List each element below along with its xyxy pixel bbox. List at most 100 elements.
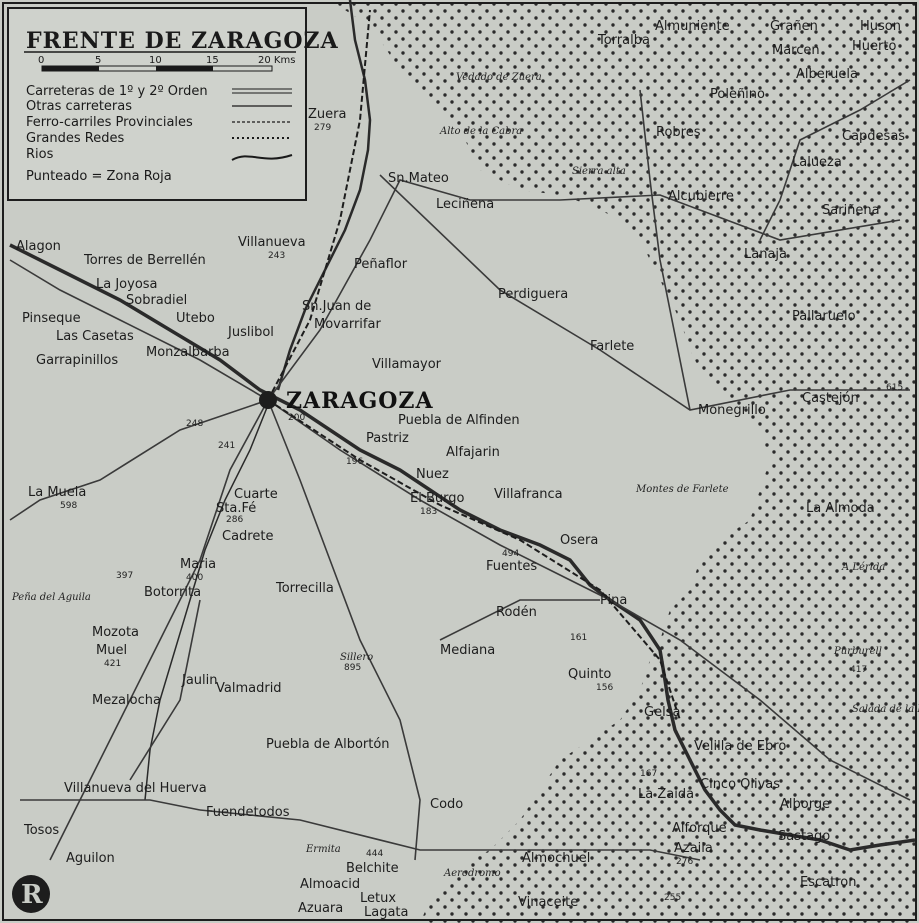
alt-397: 397 [116, 571, 133, 581]
place-alforque: Alforque [672, 821, 727, 836]
place-la-muela: La Muela [28, 485, 86, 500]
place-alfajarin: Alfajarin [446, 445, 500, 460]
place-juslibol: Juslibol [227, 325, 274, 340]
alt-azaila: 276 [676, 857, 693, 867]
place-aguilon: Aguilon [66, 851, 115, 866]
place-vinaceite: Vinaceite [518, 895, 578, 910]
place-pena-aguila: Peña del Aguila [11, 592, 91, 603]
place-gelsa: Gelsa [644, 705, 680, 720]
svg-text:R: R [21, 880, 43, 910]
place-granen: Grañen [770, 19, 818, 34]
place-el-burgo: El Burgo [410, 491, 464, 506]
place-ermita: Ermita [305, 844, 341, 855]
place-almochuel: Almochuel [522, 851, 590, 866]
place-pallaruelo: Pallaruelo [792, 309, 856, 324]
place-escatron: Escatron [800, 875, 856, 890]
scale-tick-15: 15 [206, 55, 219, 66]
place-velilla: Velilla de Ebro [694, 739, 786, 754]
legend-item-rivers: Rios [26, 147, 54, 162]
alt-belchite: 444 [366, 849, 383, 859]
place-muel: Muel [96, 643, 127, 658]
place-sillero: Sillero [340, 652, 373, 663]
alt-241: 241 [218, 441, 235, 451]
place-azaila: Azaila [674, 841, 713, 856]
place-sarinena: Sariñena [822, 203, 880, 218]
legend-item-provincial-railways: Ferro-carriles Provinciales [26, 115, 193, 130]
place-letux: Letux [360, 891, 396, 906]
place-villanueva: Villanueva [238, 235, 306, 250]
place-a-lerida: A Lérida [841, 562, 885, 573]
place-alto-cabra: Alto de la Cabra [439, 126, 522, 137]
alt-zaragoza: 200 [288, 413, 305, 423]
gallego-river [276, 0, 372, 391]
alt-196: 196 [346, 457, 363, 467]
place-aerodromo: Aerodromo [443, 868, 501, 879]
place-vedado-zuera: Vedado de Zuera [456, 72, 542, 83]
place-huson: Huson [860, 19, 901, 34]
place-torrecilla: Torrecilla [275, 581, 334, 596]
place-perdiguera: Perdiguera [498, 287, 568, 302]
place-farlete: Farlete [590, 339, 634, 354]
place-salada: Salada de la Muerte [852, 704, 919, 715]
place-torralba: Torralba [597, 33, 650, 48]
railways [267, 9, 681, 721]
place-almoacid: Almoacid [300, 877, 360, 892]
alt-161: 161 [570, 633, 587, 643]
place-quinto: Quinto [568, 667, 611, 682]
place-zaragoza: ZARAGOZA [286, 388, 434, 414]
place-pina: Pina [600, 593, 627, 608]
place-las-casetas: Las Casetas [56, 329, 134, 344]
place-roden: Rodén [496, 605, 537, 620]
place-lecinena: Leciñena [436, 197, 494, 212]
place-mezalocha: Mezalocha [92, 693, 161, 708]
legend-item-red-zone: Punteado = Zona Roja [26, 169, 172, 184]
place-la-zaida: La Zaida [638, 787, 694, 802]
place-nuez: Nuez [416, 467, 449, 482]
place-jaulin: Jaulin [181, 673, 218, 688]
place-azuara: Azuara [298, 901, 343, 916]
place-monzalbarba: Monzalbarba [146, 345, 230, 360]
place-villamayor: Villamayor [372, 357, 442, 372]
alt-fuentes: 494 [502, 549, 519, 559]
place-tosos: Tosos [23, 823, 59, 838]
place-alcubierre: Alcubierre [668, 189, 734, 204]
place-capdesas: Capdesas [842, 129, 905, 144]
publisher-logo: R [12, 875, 50, 913]
place-zuera: Zuera [308, 107, 346, 122]
place-codo: Codo [430, 797, 463, 812]
scale-tick-5: 5 [95, 55, 101, 66]
alt-muel: 421 [104, 659, 121, 669]
place-sierra-alta: Sierra alta [572, 166, 626, 177]
place-lanaja: Lanaja [744, 247, 787, 262]
place-alagon: Alagon [16, 239, 61, 254]
alt-la-muela: 598 [60, 501, 77, 511]
legend-title: FRENTE DE ZARAGOZA [26, 28, 339, 54]
alt-villanueva: 243 [268, 251, 285, 261]
place-maria: Maria [180, 557, 216, 572]
huerva-river [144, 399, 271, 801]
scale-tick-20: 20 Kms [258, 55, 295, 66]
alt-quinto: 156 [596, 683, 613, 693]
place-huerto: Huerto [852, 39, 896, 54]
scale-tick-10: 10 [149, 55, 162, 66]
place-poleñino: Poleñino [710, 87, 765, 102]
place-almuniente: Almuniente [655, 19, 730, 34]
alt-sta-fe: 286 [226, 515, 243, 525]
place-alberuela: Alberuela [796, 67, 858, 82]
place-la-joyosa: La Joyosa [96, 277, 158, 292]
place-sastago: Sastago [778, 829, 830, 844]
alt-el-burgo: 183 [420, 507, 437, 517]
alt-maria: 400 [186, 573, 203, 583]
place-garrapinillos: Garrapinillos [36, 353, 118, 368]
roads [9, 79, 911, 861]
alt-248: 248 [186, 419, 203, 429]
legend-item-main-roads: Carreteras de 1º y 2º Orden [26, 84, 208, 99]
place-utebo: Utebo [176, 311, 215, 326]
legend-symbol-main-roads [232, 88, 292, 94]
place-botorrita: Botorrita [144, 585, 201, 600]
place-sn-mateo: Sn.Mateo [388, 171, 449, 186]
place-marcen: Marcen [772, 43, 820, 58]
place-labels: ZARAGOZA 200 Zuera 279 Torralba Almunien… [11, 19, 919, 920]
